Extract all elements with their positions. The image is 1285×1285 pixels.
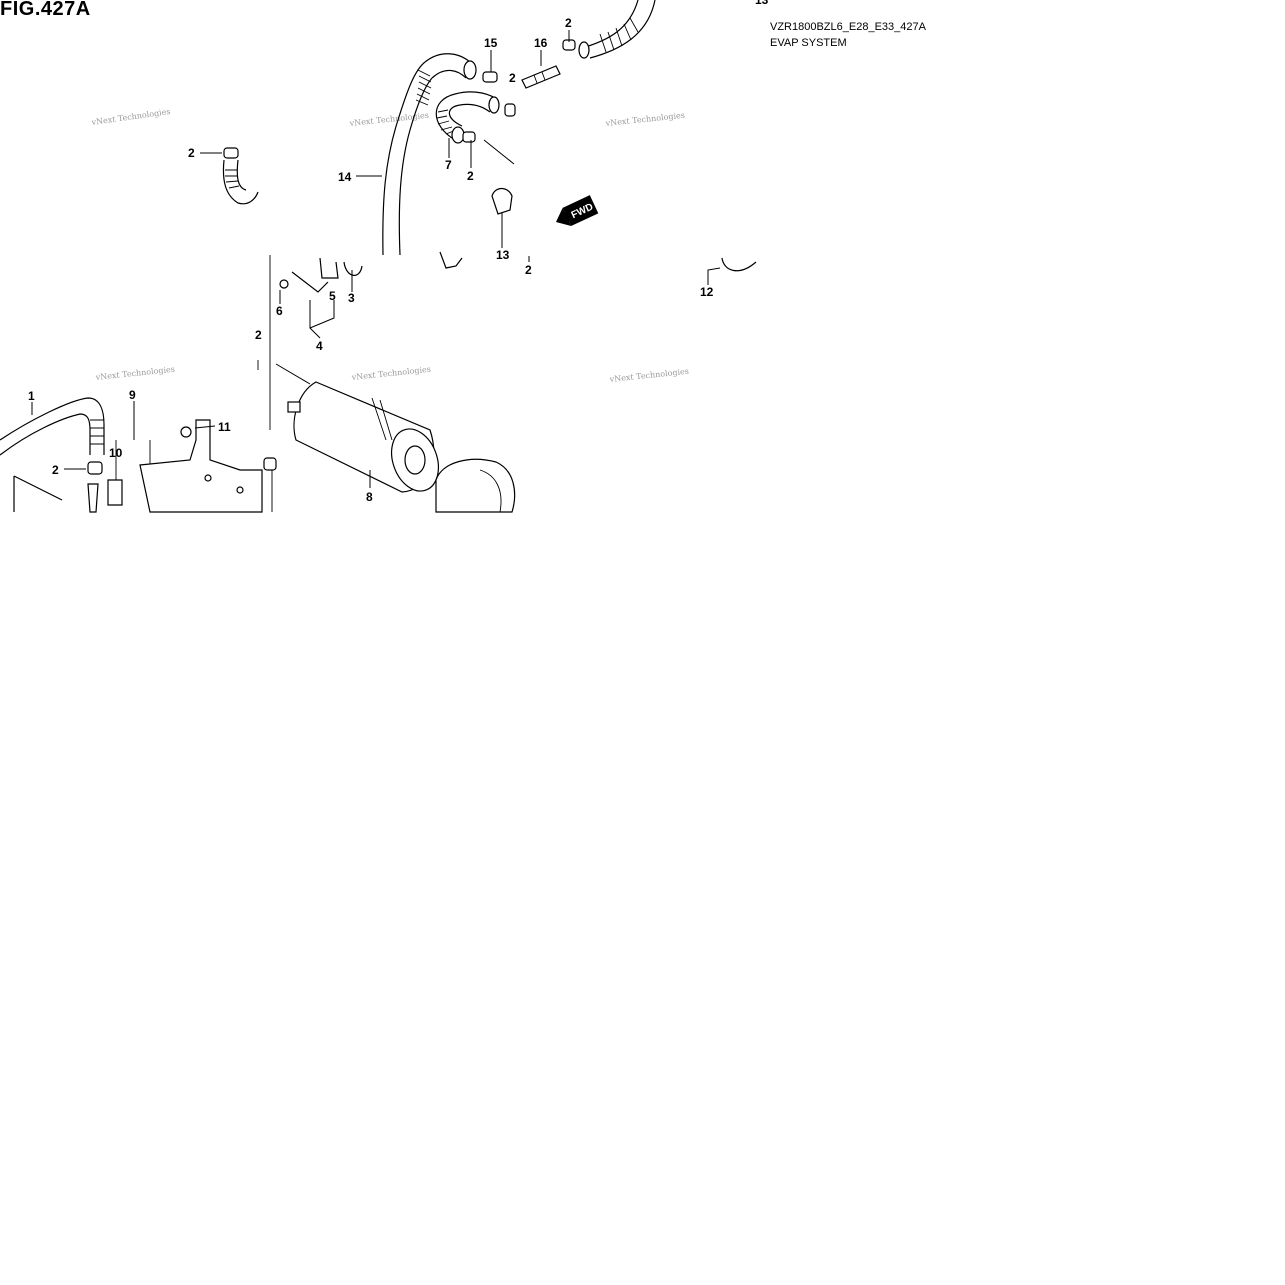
connector-16 — [521, 65, 561, 89]
hose-14 — [382, 53, 477, 256]
callout-13: 13 — [496, 248, 510, 262]
watermark-2: vNext Technologies — [348, 111, 429, 128]
callout-3: 3 — [348, 291, 355, 305]
hose-upper-right — [578, 0, 656, 59]
system-name: EVAP SYSTEM — [770, 37, 847, 49]
clamps — [87, 39, 576, 475]
watermark-5: vNext Technologies — [350, 365, 431, 382]
callout-9: 9 — [129, 388, 136, 402]
callouts: 1 2 2 2 2 2 2 2 3 4 5 6 7 8 9 10 11 12 1… — [28, 0, 769, 504]
canister-8 — [287, 381, 439, 493]
watermark-3: vNext Technologies — [604, 111, 685, 128]
callout-7: 7 — [445, 158, 452, 172]
callout-2-left-upper: 2 — [188, 146, 195, 160]
lower-left-frame — [13, 255, 273, 513]
callout-16: 16 — [534, 36, 548, 50]
watermark-6: vNext Technologies — [608, 367, 689, 384]
part-13 — [491, 187, 513, 215]
callout-5: 5 — [329, 289, 336, 303]
part-12 — [721, 257, 757, 272]
bracket-parts — [279, 251, 463, 293]
leader-lines — [31, 30, 721, 488]
model-code: VZR1800BZL6_E28_E33_427A — [770, 21, 926, 33]
fwd-arrow: FWD — [556, 195, 599, 226]
figure-title: FIG.427A — [0, 0, 91, 20]
callout-6: 6 — [276, 304, 283, 318]
callout-11: 11 — [218, 420, 231, 434]
watermarks: vNext Technologies vNext Technologies vN… — [90, 107, 689, 384]
callout-2-partial-b: 2 — [255, 328, 262, 342]
callout-4: 4 — [316, 339, 323, 353]
bracket-assembly-9 — [107, 419, 263, 513]
watermark-4: vNext Technologies — [94, 365, 175, 382]
hose-left-short — [222, 159, 259, 205]
callout-10: 10 — [109, 446, 123, 460]
hose-1 — [0, 397, 105, 456]
callout-2-left-lower: 2 — [52, 463, 59, 477]
watermark-1: vNext Technologies — [90, 107, 171, 127]
callout-1: 1 — [28, 389, 35, 403]
callout-2-partial-a: 2 — [509, 71, 516, 85]
callout-8: 8 — [366, 490, 373, 504]
canister-cover — [435, 458, 516, 513]
callout-13-top: 13 — [755, 0, 769, 7]
callout-14: 14 — [338, 170, 352, 184]
callout-15: 15 — [484, 36, 498, 50]
callout-2-hose7: 2 — [467, 169, 474, 183]
callout-2-mid: 2 — [525, 263, 532, 277]
callout-2-top: 2 — [565, 16, 572, 30]
callout-12: 12 — [700, 285, 714, 299]
